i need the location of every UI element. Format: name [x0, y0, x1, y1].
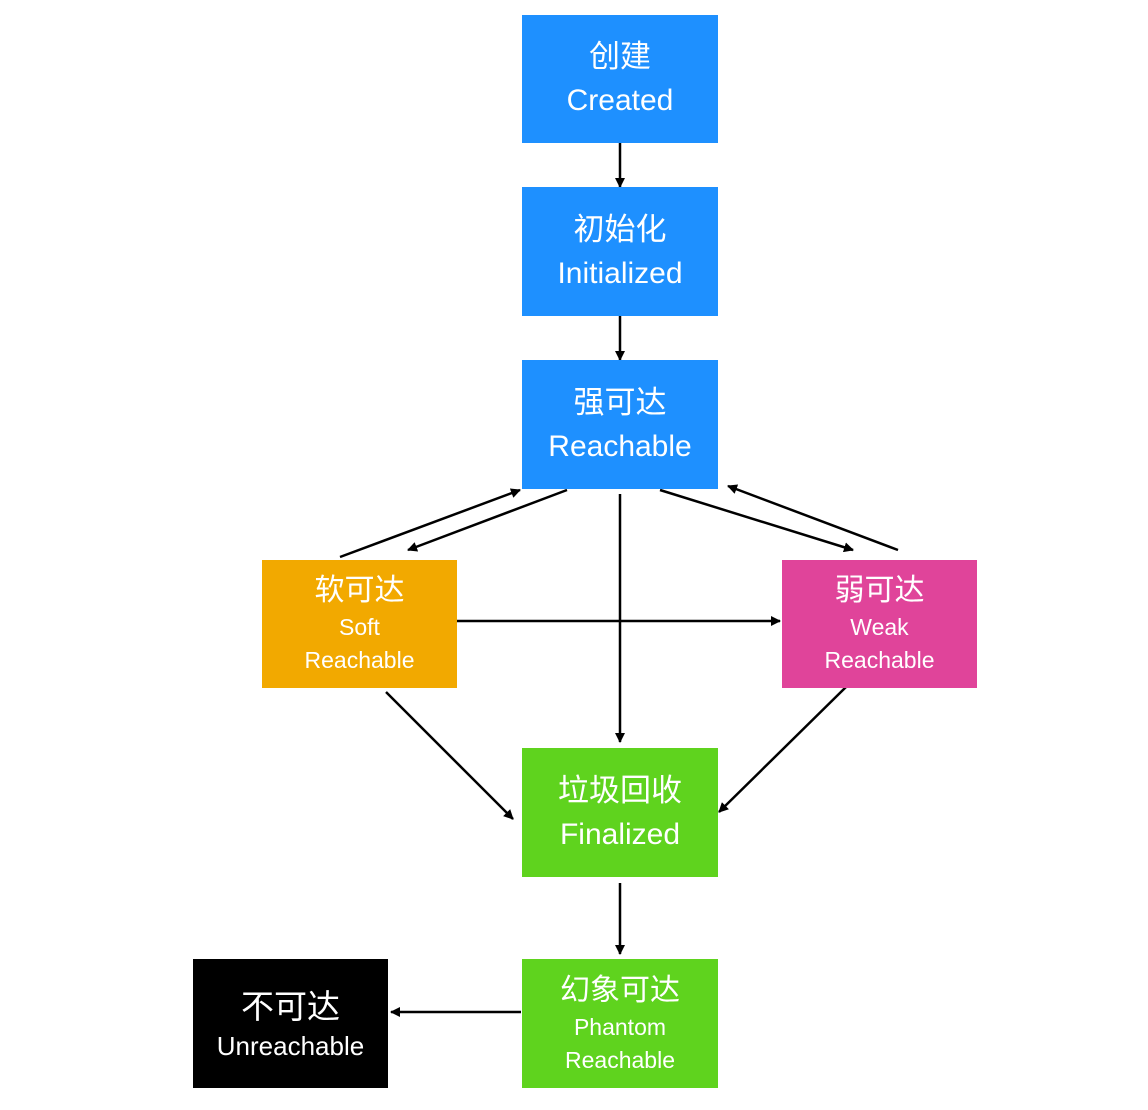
node-initialized-zh: 初始化	[573, 211, 667, 248]
node-unreachable: 不可达 Unreachable	[193, 959, 388, 1088]
node-weak-zh: 弱可达	[834, 573, 925, 608]
node-finalized-zh: 垃圾回收	[558, 772, 682, 809]
node-reachable: 强可达 Reachable	[522, 360, 718, 489]
node-phantom-reachable: 幻象可达 Phantom Reachable	[522, 959, 718, 1088]
node-unreachable-zh: 不可达	[241, 987, 340, 1026]
node-created-zh: 创建	[589, 39, 651, 75]
node-reachable-en: Reachable	[548, 429, 692, 463]
node-finalized-en: Finalized	[559, 817, 681, 851]
node-phantom-en2: Reachable	[565, 1046, 675, 1073]
edge-reachable-weak	[659, 488, 854, 553]
node-weak-en: Weak	[850, 614, 909, 640]
node-soft-en: Soft	[339, 614, 380, 640]
node-reachable-zh: 强可达	[573, 384, 667, 421]
node-soft-reachable: 软可达 Soft Reachable	[262, 560, 457, 688]
edge-soft-finalized	[385, 691, 514, 820]
node-created: 创建 Created	[522, 15, 718, 143]
node-soft-zh: 软可达	[314, 573, 405, 608]
node-initialized: 初始化 Initialized	[522, 187, 718, 316]
edge-weak-reachable	[727, 484, 899, 552]
node-initialized-en: Initialized	[557, 256, 683, 290]
node-phantom-zh: 幻象可达	[560, 972, 680, 1008]
node-weak-reachable: 弱可达 Weak Reachable	[782, 560, 977, 688]
node-weak-en2: Reachable	[824, 647, 935, 673]
edge-weak-finalized	[718, 686, 847, 813]
node-soft-en2: Reachable	[304, 647, 415, 673]
node-finalized: 垃圾回收 Finalized	[522, 748, 718, 877]
node-unreachable-en: Unreachable	[216, 1031, 365, 1061]
edge-reachable-soft	[407, 488, 568, 552]
edge-soft-reachable	[339, 488, 521, 559]
node-phantom-en: Phantom	[573, 1013, 667, 1040]
node-created-en: Created	[566, 84, 674, 117]
